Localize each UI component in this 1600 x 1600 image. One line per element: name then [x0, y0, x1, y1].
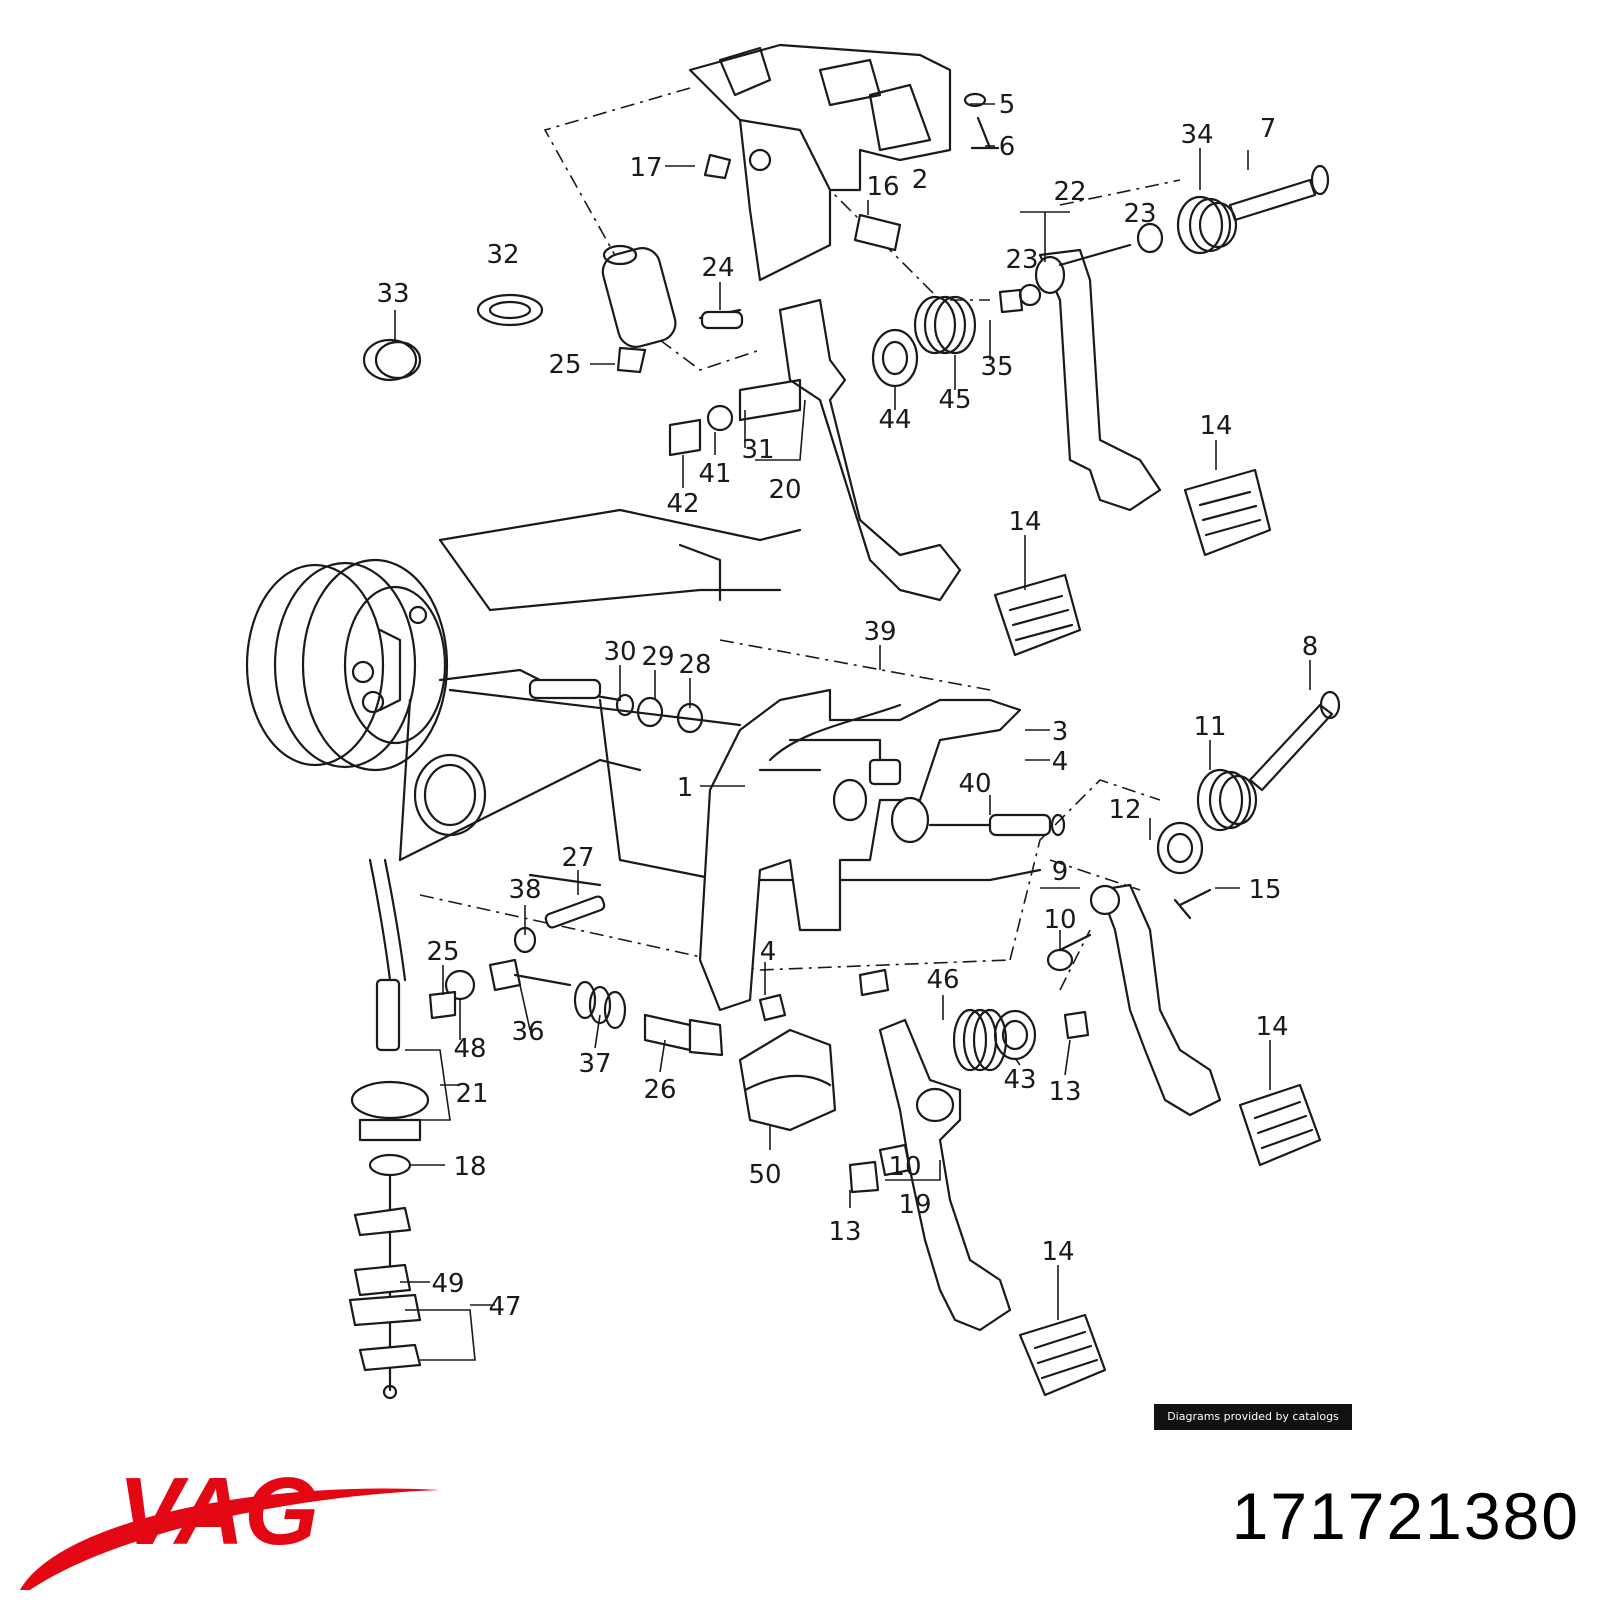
- callout-4-lower: 4: [760, 937, 777, 967]
- callout-2: 2: [912, 165, 929, 195]
- return-spring-34: [1176, 164, 1330, 255]
- callout-6: 6: [999, 132, 1016, 162]
- callout-20: 20: [768, 475, 801, 505]
- callout-43: 43: [1003, 1065, 1036, 1095]
- callout-10-lower: 10: [888, 1152, 921, 1182]
- callout-23-second: 23: [1005, 245, 1038, 275]
- callout-24: 24: [701, 253, 734, 283]
- pedal-pad-bottom: [1018, 1313, 1107, 1397]
- callout-39: 39: [863, 617, 896, 647]
- callout-10: 10: [1043, 905, 1076, 935]
- pedal-pad-center: [993, 573, 1082, 657]
- callout-26: 26: [643, 1075, 676, 1105]
- callout-48: 48: [453, 1034, 486, 1064]
- upper-fasteners: [616, 92, 1042, 374]
- pedal-cover-50: [738, 968, 890, 1132]
- callout-13: 13: [1048, 1077, 1081, 1107]
- callout-1: 1: [677, 773, 694, 803]
- accelerator-pedal: [1046, 883, 1222, 1117]
- callout-46: 46: [926, 965, 959, 995]
- callout-45: 45: [938, 385, 971, 415]
- callout-5: 5: [999, 90, 1016, 120]
- callout-37: 37: [578, 1049, 611, 1079]
- callout-49: 49: [431, 1269, 464, 1299]
- callout-18: 18: [453, 1152, 486, 1182]
- part-number: 171721380: [1231, 1479, 1580, 1553]
- return-spring-11: [1156, 690, 1341, 875]
- callout-34: 34: [1180, 120, 1213, 150]
- callout-33: 33: [376, 279, 409, 309]
- callout-27: 27: [561, 843, 594, 873]
- callout-3: 3: [1052, 717, 1069, 747]
- logo-swoosh: [20, 1488, 440, 1590]
- callout-19: 19: [898, 1190, 931, 1220]
- callout-14-upper-right: 14: [1199, 411, 1232, 441]
- callout-36: 36: [511, 1017, 544, 1047]
- callout-28: 28: [678, 650, 711, 680]
- callout-14-lower-right: 14: [1255, 1012, 1288, 1042]
- callout-30: 30: [603, 637, 636, 667]
- stop-light-switch: [601, 244, 744, 348]
- callout-25-lower: 25: [426, 937, 459, 967]
- pedal-pad-upper-right: [1183, 468, 1272, 557]
- brake-pedal-upper: [1034, 222, 1164, 512]
- callout-25: 25: [548, 350, 581, 380]
- clutch-pedal-lower: [848, 1008, 1090, 1332]
- callout-47: 47: [488, 1292, 521, 1322]
- cable-adjuster-40: [928, 813, 1066, 837]
- callout-21: 21: [455, 1079, 488, 1109]
- callout-42: 42: [666, 489, 699, 519]
- upper-pedal-bracket: [688, 43, 952, 282]
- callout-15: 15: [1248, 875, 1281, 905]
- callout-13-lower: 13: [828, 1217, 861, 1247]
- pedal-pad-lower-right: [1238, 1083, 1322, 1167]
- diagram-credit-badge: Diagrams provided by catalogs parts: [1154, 1404, 1352, 1449]
- callout-11: 11: [1193, 712, 1226, 742]
- leader-lines: [394, 103, 1311, 1361]
- callout-29: 29: [641, 642, 674, 672]
- grommets: [362, 293, 544, 382]
- callout-labels: 5 6 17 16 2 34 7 22 23 23 32 33 24 25 35…: [376, 90, 1318, 1322]
- clutch-pedal-upper: [668, 298, 962, 602]
- brake-booster: [245, 558, 449, 772]
- callout-35: 35: [980, 352, 1013, 382]
- callout-17: 17: [629, 153, 662, 183]
- callout-41: 41: [698, 459, 731, 489]
- vag-logo: VAG: [20, 1458, 440, 1590]
- callout-14-center: 14: [1008, 507, 1041, 537]
- callout-23: 23: [1123, 199, 1156, 229]
- callout-8: 8: [1302, 632, 1319, 662]
- callout-9: 9: [1052, 857, 1069, 887]
- callout-16: 16: [866, 172, 899, 202]
- callout-7: 7: [1260, 114, 1277, 144]
- callout-38: 38: [508, 875, 541, 905]
- callout-50: 50: [748, 1160, 781, 1190]
- callout-14-bottom: 14: [1041, 1237, 1074, 1267]
- callout-40: 40: [958, 769, 991, 799]
- callout-4: 4: [1052, 747, 1069, 777]
- callout-44: 44: [878, 405, 911, 435]
- logo-wordmark: VAG: [118, 1458, 319, 1565]
- callout-31: 31: [741, 435, 774, 465]
- return-spring-45: [913, 295, 977, 355]
- callout-12: 12: [1108, 795, 1141, 825]
- callout-32: 32: [486, 240, 519, 270]
- bulkhead-outline: [398, 508, 1042, 882]
- clutch-cable: [348, 858, 430, 1400]
- callout-22: 22: [1053, 177, 1086, 207]
- lower-pedal-bracket: [698, 688, 1022, 1012]
